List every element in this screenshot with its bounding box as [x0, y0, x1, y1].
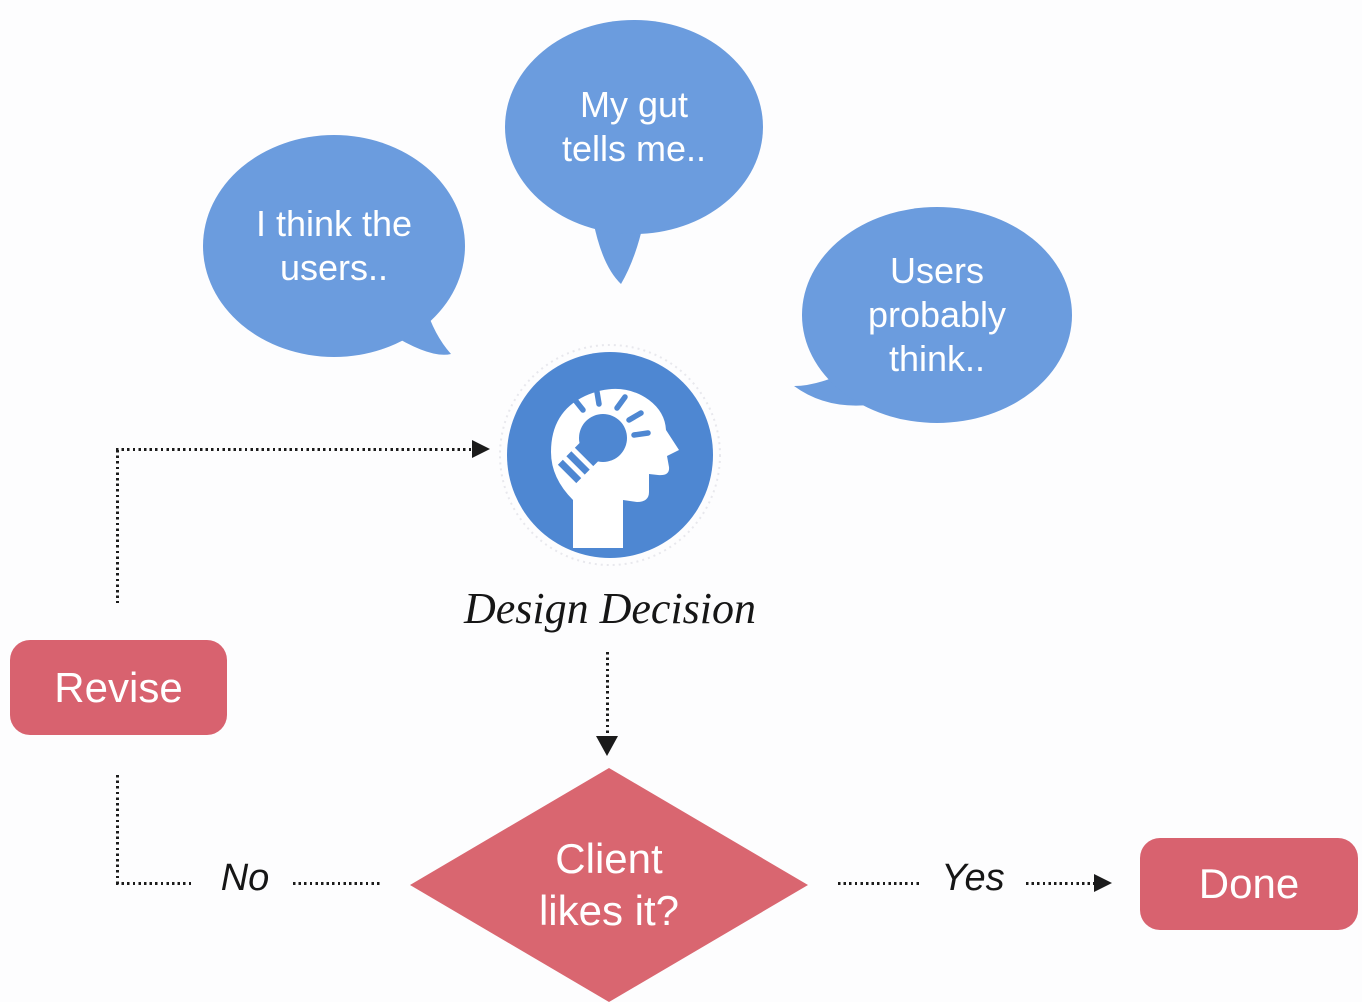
diamond-shape	[410, 768, 808, 1002]
bulb	[579, 414, 627, 462]
edge-segment	[116, 448, 472, 451]
speech-bubble-shape	[794, 207, 1072, 423]
revise-node: Revise	[10, 640, 227, 735]
bubble-text-gut: My gut tells me..	[561, 84, 707, 169]
yes-label: Yes	[941, 857, 1005, 899]
no-label: No	[220, 857, 270, 899]
speech-bubble-shape	[203, 135, 465, 357]
edge-segment	[606, 652, 609, 736]
bubble-tail	[389, 305, 451, 355]
edge-segment	[116, 882, 192, 885]
speech-bubble-gut: My gut tells me..	[505, 20, 763, 288]
bulb-rays	[572, 389, 651, 438]
client-likes-it-diamond	[410, 768, 808, 1002]
revise-label: Revise	[54, 663, 183, 711]
bubble-text-probably: Users probably think..	[867, 250, 1007, 379]
edge-segment	[293, 882, 381, 885]
head-lightbulb-icon	[499, 344, 721, 566]
arrowhead-right-icon	[1094, 874, 1112, 892]
dotted-ring	[499, 344, 721, 566]
speech-bubble-shape	[505, 20, 763, 284]
edge-segment	[838, 882, 922, 885]
client-likes-it-label: Client likes it?	[538, 834, 680, 934]
bubble-tail	[593, 220, 643, 284]
bubble-body	[203, 135, 465, 357]
done-node: Done	[1140, 838, 1358, 930]
arrowhead-right-icon	[472, 440, 490, 458]
done-label: Done	[1198, 860, 1300, 907]
bubble-body	[505, 20, 763, 234]
edge-segment	[1026, 882, 1096, 885]
speech-bubble-users: I think the users..	[203, 135, 465, 360]
design-decision-label: Design Decision	[463, 584, 757, 633]
edge-segment	[116, 450, 119, 603]
speech-bubble-probably: Users probably think..	[790, 206, 1075, 426]
bulb-screw	[557, 442, 599, 484]
bubble-text-users: I think the users..	[255, 203, 413, 288]
bubble-body	[802, 207, 1072, 423]
arrowhead-down-icon	[596, 736, 618, 756]
edge-segment	[116, 775, 119, 885]
